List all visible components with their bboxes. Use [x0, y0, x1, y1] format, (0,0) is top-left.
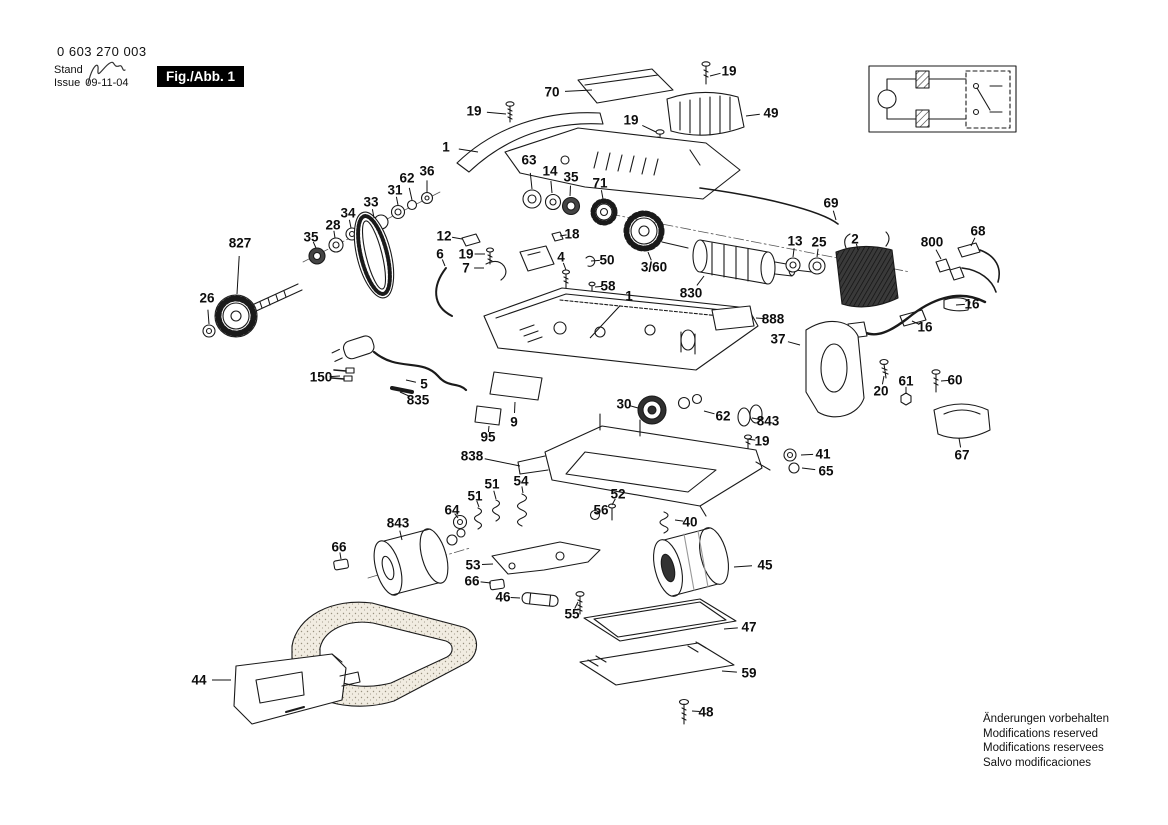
gear-71	[590, 198, 618, 226]
washer-14	[544, 193, 562, 211]
stand-label: Stand	[54, 64, 83, 76]
motor-end-cap	[666, 91, 745, 136]
issue-label: Issue	[54, 77, 81, 89]
pulley-30	[637, 393, 763, 427]
footer-line-de: Änderungen vorbehalten	[983, 713, 1109, 725]
front-roller-843	[373, 528, 466, 596]
bearing-13	[785, 257, 801, 273]
wire-harness-69	[699, 187, 839, 225]
sticker-95	[474, 405, 502, 426]
washer-64	[452, 514, 468, 530]
issue-date: 09-11-04	[85, 77, 129, 89]
belt-frame-44	[233, 653, 361, 725]
footer-line-fr: Modifications reservees	[983, 742, 1104, 754]
brush-set-800	[935, 258, 997, 293]
screw-52	[607, 503, 617, 521]
handwritten-mark	[87, 61, 126, 85]
rear-roller-45	[653, 527, 729, 597]
side-cover-37	[805, 320, 865, 418]
footer-notes: Änderungen vorbehalten Modifications res…	[983, 712, 1109, 770]
handle-cover	[456, 112, 604, 173]
footer-line-es: Salvo modificaciones	[983, 756, 1092, 769]
nut-61	[900, 392, 912, 406]
screw-icon	[701, 61, 711, 85]
top-housing	[504, 127, 741, 200]
sticker-888	[711, 305, 755, 331]
screw-55	[575, 591, 585, 615]
stand-issue-block: Stand Issue 09-11-04	[54, 64, 129, 90]
sticker-9	[489, 371, 543, 401]
clip-66	[333, 558, 505, 591]
springs-51-54	[473, 493, 528, 530]
document-number: 0 603 270 003	[57, 44, 147, 59]
washer-26	[202, 324, 216, 338]
washers-41-65	[783, 448, 800, 474]
base-frame-838	[517, 413, 771, 517]
figure-label: Fig./Abb. 1	[157, 66, 244, 87]
screw-icon	[505, 101, 515, 123]
field-coil-2	[835, 231, 899, 308]
tension-lever-53	[491, 541, 601, 575]
cork-pad-59	[579, 641, 735, 686]
bearing-63	[522, 189, 542, 209]
pin-46	[521, 592, 559, 607]
screw-60	[931, 369, 941, 393]
washer-56	[589, 509, 601, 521]
fan-3-60	[623, 210, 665, 252]
screw-48	[678, 698, 690, 725]
wiring-schematic	[868, 65, 1017, 133]
main-chassis	[483, 287, 759, 371]
spring-40	[659, 511, 669, 534]
knob-67	[933, 403, 991, 439]
drive-belt	[353, 211, 395, 299]
gear-shaft-827	[214, 283, 303, 338]
connector-68	[957, 242, 1000, 283]
top-cover-plate	[577, 68, 674, 104]
power-cord-5	[331, 335, 468, 394]
footer-line-en: Modifications reserved	[983, 727, 1099, 740]
ring-35	[561, 196, 581, 216]
screw-20	[879, 358, 889, 379]
switch-assembly	[435, 231, 596, 317]
glide-plate-47	[583, 598, 737, 642]
ring-25	[808, 257, 826, 275]
